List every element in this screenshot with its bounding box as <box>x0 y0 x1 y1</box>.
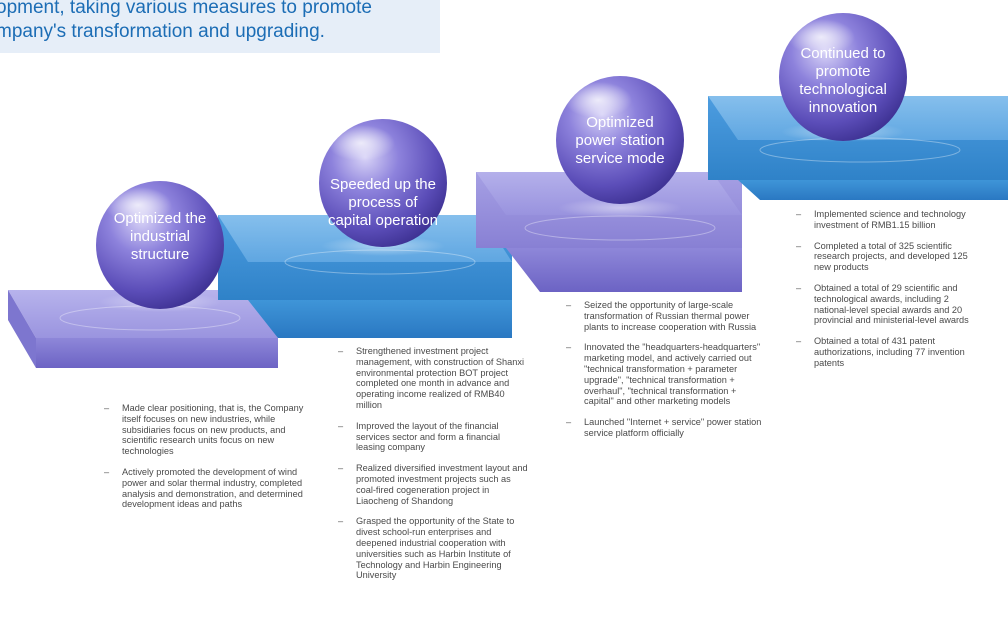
step-3-bullet-1: Seized the opportunity of large-scale tr… <box>566 300 762 332</box>
step-3-bullet-2: Innovated the "headquarters-headquarters… <box>566 342 762 407</box>
step-3-title-line-1: Optimized <box>586 114 654 131</box>
banner-line-2: mpany's transformation and upgrading. <box>0 21 325 42</box>
step-2-bullet-4: Grasped the opportunity of the State to … <box>338 516 528 581</box>
step-2-title-line-1: Speeded up the <box>330 176 436 193</box>
step-4-bullets: Implemented science and technology inves… <box>796 209 986 379</box>
step-2-bullet-1: Strengthened investment project manageme… <box>338 346 528 411</box>
step-1-title: Optimized the industrial structure <box>99 210 221 264</box>
intro-banner: opment, taking various measures to promo… <box>0 0 440 53</box>
step-1-bullet-2: Actively promoted the development of win… <box>104 467 304 510</box>
step-4-bullet-2: Completed a total of 325 scientific rese… <box>796 241 986 273</box>
step-1-title-line-1: Optimized the <box>113 210 207 227</box>
step-3-title-line-2: power station <box>575 132 665 149</box>
step-4-title-line-4: innovation <box>808 99 878 116</box>
step-3-bullet-3: Launched "Internet + service" power stat… <box>566 417 762 439</box>
step-2-title-line-2: process of <box>348 194 418 211</box>
banner-line-1: opment, taking various measures to promo… <box>0 0 372 18</box>
step-1-title-line-3: structure <box>130 246 190 263</box>
intro-banner-text: opment, taking various measures to promo… <box>0 0 440 44</box>
step-3-title: Optimized power station service mode <box>559 114 681 168</box>
step-2-bullet-2: Improved the layout of the financial ser… <box>338 421 528 453</box>
step-4-bullet-3: Obtained a total of 29 scientific and te… <box>796 283 986 326</box>
step-4-title-line-3: technological <box>799 81 887 98</box>
step-3-title-line-3: service mode <box>575 150 665 167</box>
step-1-bullets: Made clear positioning, that is, the Com… <box>104 403 304 520</box>
step-4-bullet-1: Implemented science and technology inves… <box>796 209 986 231</box>
step-4-title: Continued to promote technological innov… <box>782 45 904 117</box>
step-2-title: Speeded up the process of capital operat… <box>322 176 444 230</box>
step-1-sphere <box>96 181 224 312</box>
step-2-sphere <box>319 119 447 256</box>
step-4-title-line-1: Continued to <box>800 45 886 62</box>
step-4-bullet-4: Obtained a total of 431 patent authoriza… <box>796 336 986 368</box>
step-3-bullets: Seized the opportunity of large-scale tr… <box>566 300 762 449</box>
step-2-bullet-3: Realized diversified investment layout a… <box>338 463 528 506</box>
step-3-sphere <box>556 76 684 218</box>
step-4-title-line-2: promote <box>815 63 871 80</box>
step-1-bullet-1: Made clear positioning, that is, the Com… <box>104 403 304 457</box>
step-1-platform <box>8 290 278 368</box>
step-1-title-line-2: industrial <box>129 228 191 245</box>
step-4-sphere <box>779 13 907 142</box>
step-2-bullets: Strengthened investment project manageme… <box>338 346 528 591</box>
step-2-title-line-3: capital operation <box>327 212 439 229</box>
